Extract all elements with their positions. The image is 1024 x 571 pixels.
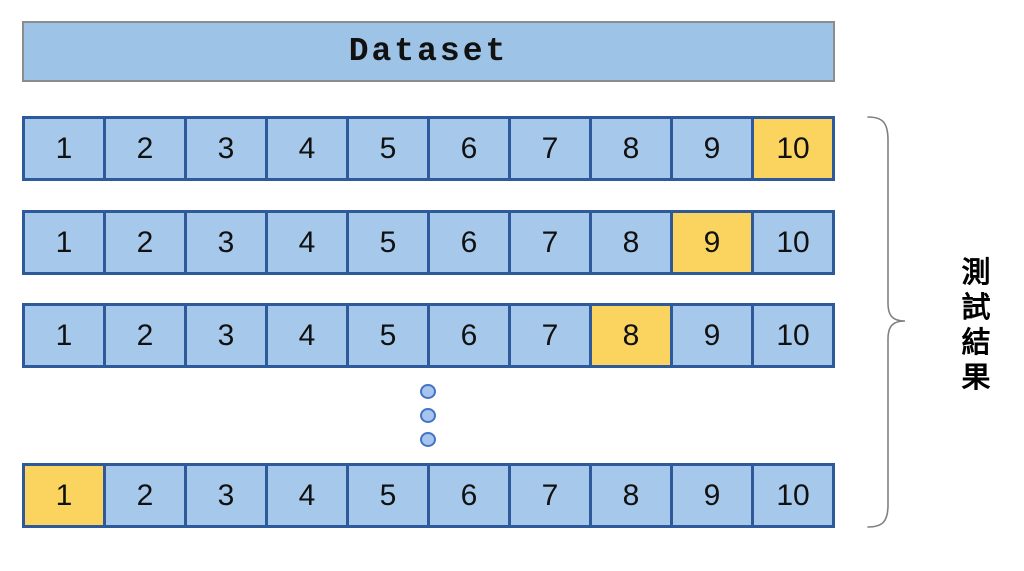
fold-cell: 8 xyxy=(589,210,673,275)
fold-cell: 1 xyxy=(22,210,106,275)
fold-cell: 9 xyxy=(670,116,754,181)
fold-cell: 6 xyxy=(427,463,511,528)
side-label-char: 果 xyxy=(961,362,991,394)
test-fold-cell: 1 xyxy=(22,463,106,528)
fold-cell: 10 xyxy=(751,210,835,275)
fold-cell: 7 xyxy=(508,116,592,181)
fold-cell: 8 xyxy=(589,116,673,181)
fold-cell: 6 xyxy=(427,303,511,368)
fold-cell: 1 xyxy=(22,303,106,368)
fold-cell: 6 xyxy=(427,210,511,275)
fold-cell: 2 xyxy=(103,463,187,528)
ellipsis-dot xyxy=(420,408,436,423)
fold-cell: 4 xyxy=(265,210,349,275)
side-label-char: 試 xyxy=(961,292,991,324)
fold-cell: 5 xyxy=(346,303,430,368)
ellipsis-dot xyxy=(420,384,436,399)
fold-cell: 2 xyxy=(103,303,187,368)
fold-cell: 4 xyxy=(265,303,349,368)
fold-cell: 5 xyxy=(346,210,430,275)
fold-cell: 2 xyxy=(103,210,187,275)
fold-cell: 3 xyxy=(184,463,268,528)
fold-cell: 3 xyxy=(184,116,268,181)
fold-cell: 3 xyxy=(184,303,268,368)
fold-cell: 5 xyxy=(346,116,430,181)
fold-cell: 2 xyxy=(103,116,187,181)
ellipsis-dot xyxy=(420,432,436,447)
side-label-char: 結 xyxy=(961,327,991,359)
grouping-brace xyxy=(867,116,906,528)
fold-cell: 8 xyxy=(589,463,673,528)
fold-cell: 4 xyxy=(265,463,349,528)
test-fold-cell: 9 xyxy=(670,210,754,275)
fold-cell: 10 xyxy=(751,463,835,528)
dataset-title: Dataset xyxy=(348,33,509,70)
dataset-header: Dataset xyxy=(22,21,835,82)
fold-cell: 10 xyxy=(751,303,835,368)
fold-cell: 7 xyxy=(508,303,592,368)
fold-cell: 6 xyxy=(427,116,511,181)
fold-cell: 3 xyxy=(184,210,268,275)
fold-cell: 4 xyxy=(265,116,349,181)
fold-cell: 1 xyxy=(22,116,106,181)
fold-cell: 7 xyxy=(508,210,592,275)
test-fold-cell: 8 xyxy=(589,303,673,368)
fold-cell: 7 xyxy=(508,463,592,528)
fold-cell: 9 xyxy=(670,463,754,528)
fold-cell: 9 xyxy=(670,303,754,368)
side-label-char: 測 xyxy=(961,257,991,289)
test-fold-cell: 10 xyxy=(751,116,835,181)
fold-cell: 5 xyxy=(346,463,430,528)
side-label-test-results: 測試結果 xyxy=(950,256,1002,396)
